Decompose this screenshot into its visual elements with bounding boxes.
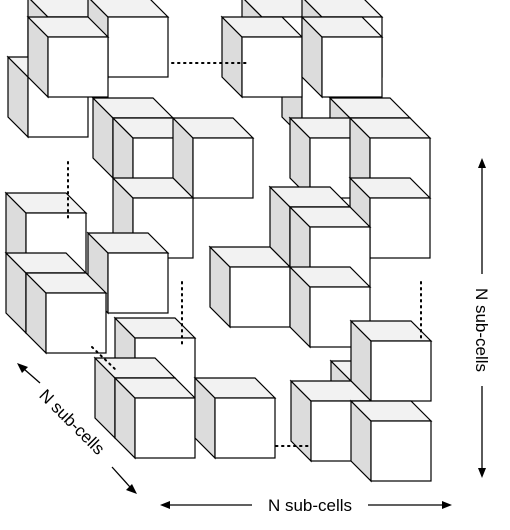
cube-cell [300,15,384,99]
cube-cell [349,319,433,403]
cube-cell [113,376,197,460]
cube-front-face [229,266,291,328]
cube-front-face [192,137,254,199]
cube-cell [193,376,277,460]
cube-front-face [321,36,383,98]
cube-cell [24,271,108,355]
cube-front-face [369,197,431,259]
arrowhead-left-icon [160,501,170,509]
cube-front-face [214,397,276,459]
cube-cell [87,0,170,79]
cube-front-face [107,16,169,78]
cube-cell [288,265,372,349]
cube-cells [4,0,433,483]
cube-cell [349,399,433,483]
arrowhead-diagonal-start-icon [17,363,28,373]
cube-front-face [47,36,109,98]
cube-front-face [370,420,432,482]
arrowhead-diagonal-end-icon [126,484,137,494]
continuation-dots [67,62,422,447]
cube-cell [26,15,110,99]
vertical-dimension-arrow: N sub-cells [472,158,491,478]
cube-cell [171,116,255,200]
arrowhead-up-icon [478,158,486,168]
horizontal-dimension-label: N sub-cells [268,496,352,515]
cube-cell [86,231,170,315]
cube-front-face [45,292,107,354]
cube-cell [289,379,373,463]
arrowhead-right-icon [442,501,452,509]
horizontal-dimension-arrow: N sub-cells [160,496,452,515]
cube-front-face [107,252,169,314]
vertical-dimension-label: N sub-cells [472,288,491,372]
cube-front-face [134,397,196,459]
cube-front-face [241,36,303,98]
dots-diagonal [91,346,117,371]
cube-front-face [370,340,432,402]
arrowhead-down-icon [478,468,486,478]
cube-cell [208,245,292,329]
cube-cell [220,15,304,99]
